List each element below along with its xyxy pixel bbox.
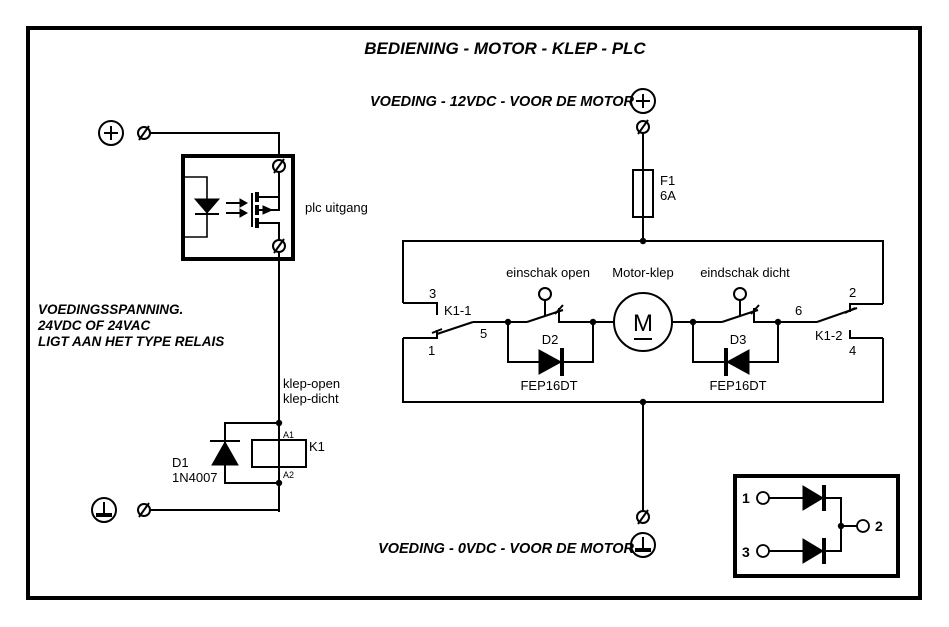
inset-terminal-2 [856, 519, 870, 533]
diode-d3-ref: D3 [730, 332, 747, 347]
supply-positive-label: VOEDING - 12VDC - VOOR DE MOTOR [370, 94, 635, 110]
diagram-title: BEDIENING - MOTOR - KLEP - PLC [364, 39, 646, 58]
plc-terminal-bottom-icon [272, 238, 286, 254]
diode-d1-part: 1N4007 [172, 470, 218, 485]
inset-pin-1: 1 [742, 490, 750, 506]
diode-d3-part: FEP16DT [709, 378, 766, 393]
relay-coil-k1 [251, 439, 307, 468]
diode-d2-icon [538, 348, 564, 376]
supply-ground-label: VOEDING - 0VDC - VOOR DE MOTOR [378, 541, 634, 557]
wire-plus-to-plc [150, 132, 280, 156]
motor-label: Motor-klep [612, 265, 673, 280]
inset-pin-2: 2 [875, 518, 883, 534]
plc-terminal-top-icon [272, 158, 286, 174]
node-3: 3 [429, 286, 436, 301]
terminal-icon [137, 502, 151, 518]
node-5: 5 [480, 326, 487, 341]
optocoupler-mosfet-icon [251, 172, 280, 240]
inset-terminal-3 [756, 544, 770, 558]
wire-ground-to-relay [150, 483, 280, 511]
relay-pin-a2: A2 [283, 470, 294, 480]
diode-d1-ref: D1 [172, 455, 189, 470]
contact-ref-k1-1: K1-1 [444, 303, 471, 318]
relay-contact-k1-1 [403, 302, 508, 339]
node-6: 6 [795, 303, 802, 318]
note-line-1: VOEDINGSSPANNING. [38, 302, 183, 317]
plc-output-box [181, 154, 295, 261]
relay-pin-a1: A1 [283, 430, 294, 440]
limit-switch-closed [693, 287, 778, 323]
diode-d2-ref: D2 [542, 332, 559, 347]
motor-icon: M [613, 292, 673, 352]
junction-dot [837, 522, 845, 530]
inset-dual-diode-box [733, 474, 900, 578]
signal-label-closed: klep-dicht [283, 391, 339, 406]
note-line-3: LIGT AAN HET TYPE RELAIS [38, 334, 224, 349]
inset-pin-3: 3 [742, 544, 750, 560]
node-2: 2 [849, 285, 856, 300]
ground-icon [91, 497, 117, 523]
signal-label-open: klep-open [283, 376, 340, 391]
node-1: 1 [428, 343, 435, 358]
diode-d2-part: FEP16DT [520, 378, 577, 393]
limit-switch-open-label: einschak open [506, 265, 590, 280]
plus-supply-icon [98, 120, 124, 146]
plus-supply-icon [630, 88, 656, 114]
contact-ref-k1-2: K1-2 [815, 328, 842, 343]
terminal-icon [137, 125, 151, 141]
note-line-2: 24VDC OF 24VAC [37, 318, 151, 333]
inset-terminal-1 [756, 491, 770, 505]
outer-border [26, 26, 922, 600]
terminal-icon [636, 509, 650, 525]
diode-d1-icon [210, 440, 240, 466]
svg-text:M: M [633, 310, 653, 337]
ground-icon [630, 532, 656, 558]
inset-diode-top-icon [802, 485, 826, 511]
limit-switch-open [508, 287, 593, 323]
relay-ref-k1: K1 [309, 439, 325, 454]
fuse-f1 [632, 169, 654, 218]
terminal-icon [636, 119, 650, 135]
fuse-ref: F1 [660, 173, 675, 188]
limit-switch-closed-label: eindschak dicht [700, 265, 790, 280]
plc-output-label: plc uitgang [305, 200, 368, 215]
fuse-rating: 6A [660, 188, 676, 203]
wire-top-rail [402, 240, 884, 304]
optocoupler-led-icon [185, 176, 249, 238]
relay-contact-k1-2 [778, 303, 883, 339]
node-4: 4 [849, 343, 856, 358]
wire-bottom-rail [402, 338, 884, 403]
inset-diode-bottom-icon [802, 538, 826, 564]
diode-d3-icon [724, 348, 750, 376]
